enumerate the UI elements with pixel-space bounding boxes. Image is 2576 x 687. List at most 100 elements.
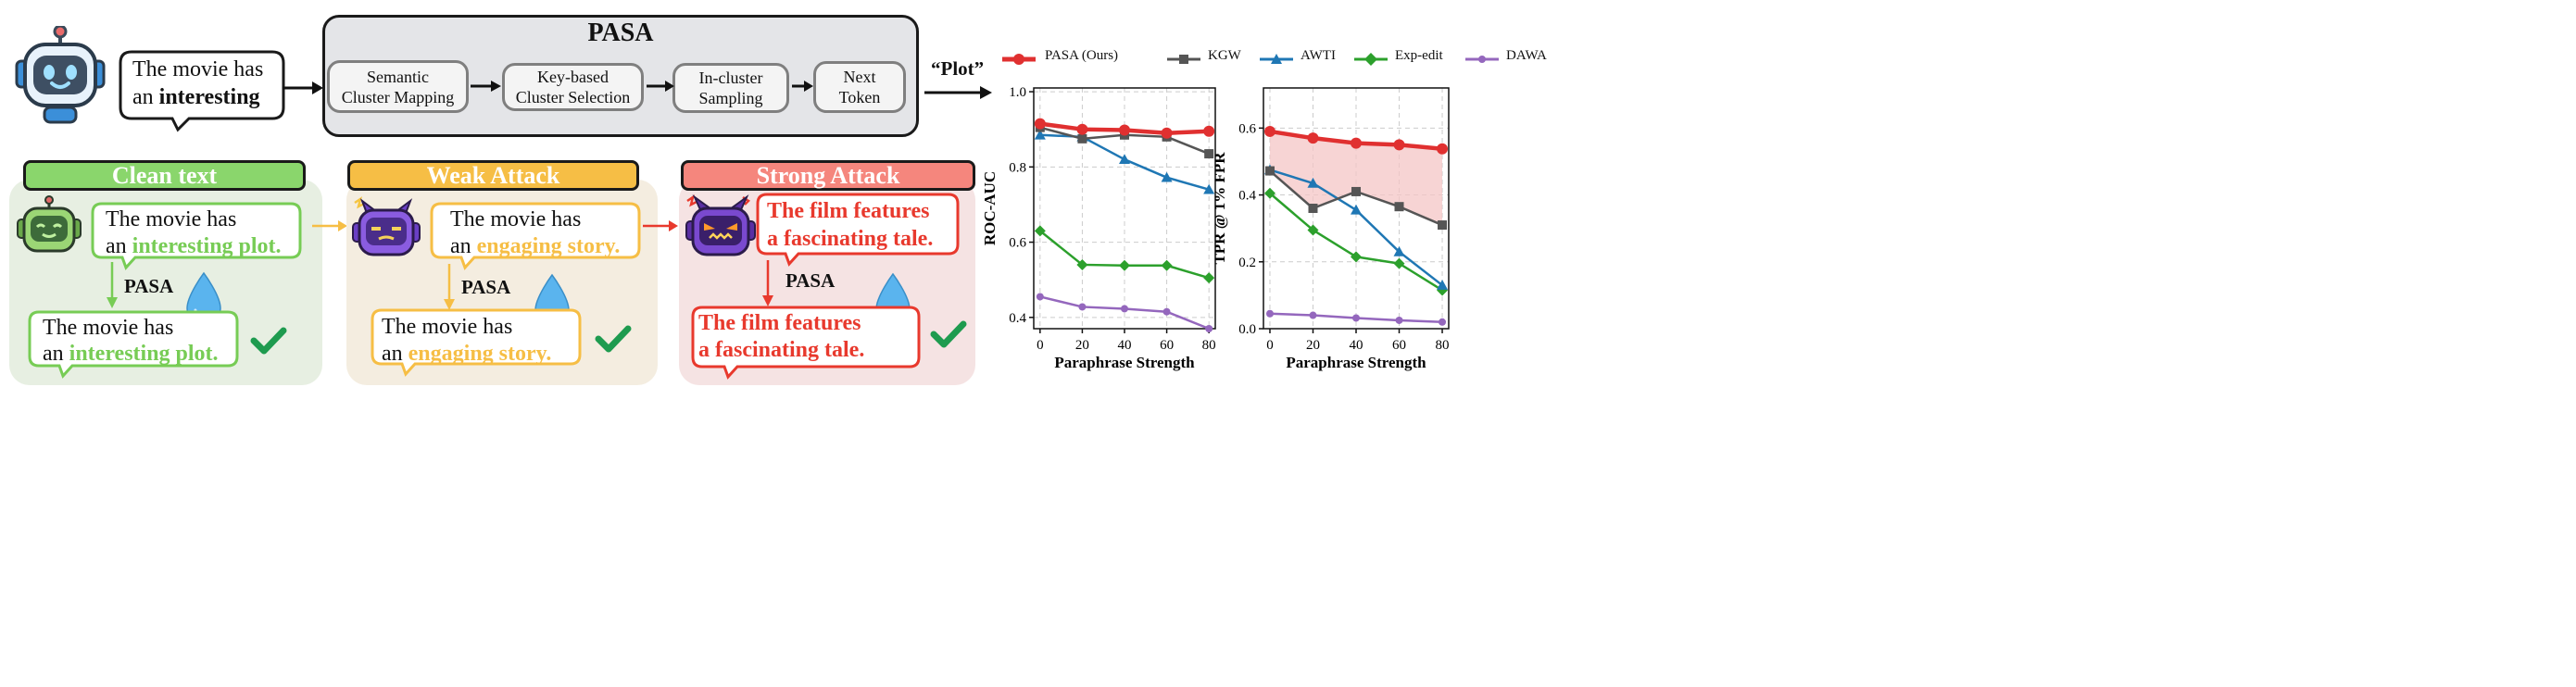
weak-original-line-1: The movie has	[450, 207, 582, 231]
strong-original-line-2: a fascinating tale.	[767, 227, 934, 251]
roc-xlabel: Paraphrase Strength	[1054, 354, 1195, 371]
strong-arrow-label: PASA	[785, 269, 836, 292]
tpr-point-exp-edit	[1307, 224, 1319, 236]
roc-point-exp-edit	[1161, 259, 1173, 271]
strong-result-line-1: The film features	[698, 311, 861, 335]
step-key-based-cluster-selection: Key-based Cluster Selection	[502, 63, 644, 111]
pipeline-arrows	[471, 81, 813, 92]
roc-ytick-label: 0.8	[1009, 160, 1026, 175]
weak-result-prefix: an	[382, 342, 408, 366]
legend-label-exp-edit: Exp-edit	[1395, 48, 1443, 63]
tpr-ytick-label: 0.6	[1238, 121, 1256, 136]
strong-result-line-2: a fascinating tale.	[698, 338, 865, 362]
clean-original-highlight: interesting plot.	[132, 234, 282, 258]
roc-point-awti	[1203, 183, 1215, 194]
weak-original-line-2: an engaging story.	[450, 232, 620, 260]
tpr-ytick-label: 0.0	[1238, 322, 1256, 337]
weak-original-highlight: engaging story.	[476, 234, 621, 258]
roc-point-pasa-ours	[1203, 125, 1215, 137]
tpr-ytick-label: 0.4	[1238, 189, 1256, 204]
tpr-point-dawa	[1352, 314, 1360, 322]
clean-arrow-label: PASA	[124, 275, 174, 297]
roc-ytick-label: 0.6	[1009, 236, 1026, 251]
roc-ytick-label: 0.4	[1009, 311, 1026, 326]
legend-marker-kgw	[1167, 55, 1200, 64]
roc-point-dawa	[1121, 305, 1128, 313]
roc-point-dawa	[1078, 303, 1087, 311]
tpr-point-awti	[1307, 177, 1319, 188]
tpr-point-pasa-ours	[1437, 143, 1449, 155]
clean-robot-icon	[17, 195, 82, 253]
weak-result-line-2: an engaging story.	[382, 340, 551, 368]
clean-result-line-2: an interesting plot.	[43, 340, 219, 368]
roc-point-pasa-ours	[1119, 124, 1130, 136]
step-semantic-cluster-mapping: Semantic Cluster Mapping	[327, 60, 469, 113]
weak-down-arrow	[444, 264, 455, 310]
tpr-point-kgw	[1438, 220, 1448, 231]
step-4-line-2: Token	[838, 88, 881, 106]
tpr-xtick-label: 0	[1266, 338, 1274, 353]
step-2-line-2: Cluster Selection	[515, 88, 631, 106]
tpr-point-dawa	[1439, 318, 1447, 326]
chart-legend: PASA (Ours) KGW AWTI Exp-edit DAWA	[1000, 46, 2390, 74]
step-3-line-2: Sampling	[698, 89, 763, 107]
weak-result-bubble	[371, 308, 582, 377]
input-line-2-bold: interesting	[158, 85, 260, 109]
legend-marker-exp-edit	[1354, 53, 1388, 66]
weak-original-bubble	[430, 202, 641, 270]
clean-original-line-2: an interesting plot.	[106, 232, 282, 260]
tpr-point-kgw	[1351, 186, 1361, 196]
legend-marker-pasa	[1002, 54, 1036, 65]
roc-point-awti	[1119, 154, 1130, 164]
strong-devil-icon	[685, 194, 756, 256]
roc-point-awti	[1034, 129, 1046, 140]
step-4-line-1: Next	[843, 68, 876, 86]
tpr-point-kgw	[1308, 204, 1318, 213]
strong-result-bubble	[691, 306, 921, 380]
clean-result-bubble	[28, 310, 239, 379]
strong-check-icon	[930, 320, 967, 348]
legend-label-dawa: DAWA	[1506, 48, 1547, 63]
tpr-xtick-label: 60	[1392, 338, 1406, 353]
tpr-point-awti	[1351, 204, 1362, 215]
step-2-line-1: Key-based	[537, 68, 609, 86]
step-3-line-1: In-cluster	[698, 69, 763, 87]
legend-label-awti: AWTI	[1301, 48, 1336, 63]
input-line-2-prefix: an	[132, 85, 159, 109]
roc-point-exp-edit	[1119, 259, 1130, 271]
arrow-pasa-to-output	[924, 86, 992, 99]
roc-point-pasa-ours	[1076, 123, 1088, 135]
step-next-token: Next Token	[813, 61, 906, 113]
roc-xtick-label: 0	[1037, 338, 1044, 353]
clean-down-arrow	[107, 262, 118, 308]
tpr-point-dawa	[1395, 316, 1403, 324]
tpr-xtick-label: 20	[1306, 338, 1320, 353]
tpr-point-pasa-ours	[1351, 137, 1362, 149]
tpr-ylabel: TPR @ 1% FPR	[1215, 152, 1228, 265]
legend-marker-dawa	[1465, 56, 1499, 63]
strong-down-arrow	[762, 260, 773, 306]
roc-point-dawa	[1162, 307, 1171, 316]
tpr-xlabel: Paraphrase Strength	[1286, 354, 1426, 371]
roc-ylabel: ROC-AUC	[981, 171, 999, 245]
roc-xtick-label: 80	[1202, 338, 1216, 353]
clean-check-icon	[250, 327, 287, 355]
tpr-point-kgw	[1394, 202, 1404, 212]
robot-icon	[15, 26, 106, 124]
weak-devil-icon	[352, 196, 421, 256]
weak-original-prefix: an	[450, 234, 477, 258]
tpr-point-awti	[1437, 280, 1449, 290]
output-token: “Plot”	[931, 57, 985, 80]
step-1-line-1: Semantic	[367, 67, 429, 86]
tpr-point-dawa	[1265, 309, 1274, 318]
roc-xtick-label: 60	[1160, 338, 1174, 353]
tpr-xtick-label: 40	[1350, 338, 1363, 353]
tpr-point-pasa-ours	[1307, 132, 1319, 144]
tpr-ytick-label: 0.2	[1238, 256, 1256, 270]
strong-original-line-1: The film features	[767, 199, 930, 223]
tpr-point-pasa-ours	[1263, 125, 1275, 137]
legend-label-pasa: PASA (Ours)	[1045, 48, 1119, 63]
tpr-point-dawa	[1309, 311, 1317, 319]
